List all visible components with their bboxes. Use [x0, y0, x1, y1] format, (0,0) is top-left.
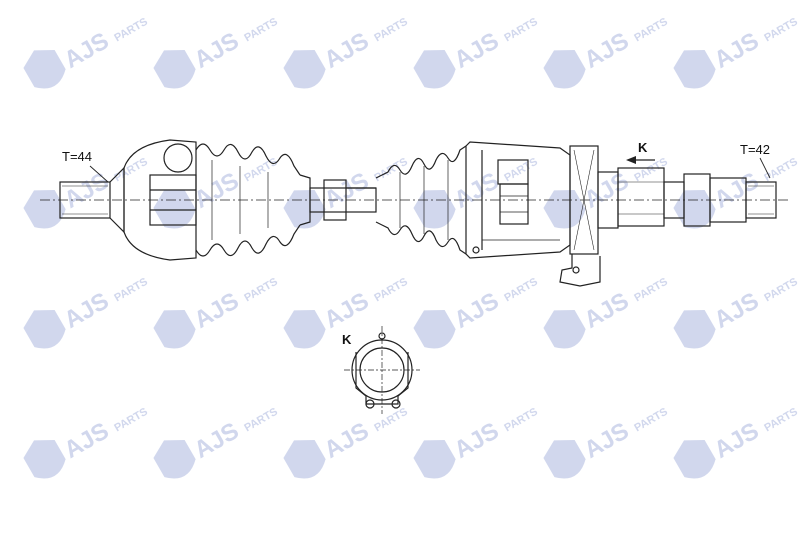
shield-logo-icon: [413, 50, 456, 89]
outer-boot: [195, 143, 311, 257]
view-marker-label: K: [638, 140, 648, 155]
flange-bracket: [559, 145, 601, 287]
intermediate-shaft: [309, 179, 377, 221]
shield-logo-icon: [673, 50, 716, 89]
watermark-subtext: PARTS: [242, 16, 280, 45]
watermark-subtext: PARTS: [762, 16, 800, 45]
watermark-subtext: PARTS: [502, 406, 540, 435]
shield-logo-icon: [283, 310, 326, 349]
watermark-subtext: PARTS: [112, 156, 150, 185]
watermark-text: AJS: [190, 287, 244, 334]
watermark-subtext: PARTS: [112, 16, 150, 45]
watermark-subtext: PARTS: [242, 156, 280, 185]
detail-marker-label: K: [342, 332, 352, 347]
watermark-text: AJS: [190, 167, 244, 214]
shield-logo-icon: [543, 50, 586, 89]
watermark-subtext: PARTS: [632, 276, 670, 305]
shield-logo-icon: [153, 440, 196, 479]
watermark-text: AJS: [60, 167, 114, 214]
watermark-text: AJS: [710, 27, 764, 74]
shield-logo-icon: [23, 190, 66, 229]
watermark-text: AJS: [580, 167, 634, 214]
watermark-text: AJS: [320, 27, 374, 74]
watermark-text: AJS: [710, 287, 764, 334]
shield-logo-icon: [23, 310, 66, 349]
shield-logo-icon: [543, 440, 586, 479]
watermark-text: AJS: [450, 417, 504, 464]
watermark-subtext: PARTS: [112, 406, 150, 435]
shaft-drawing: [40, 139, 790, 414]
watermark-text: AJS: [450, 287, 504, 334]
watermark-text: AJS: [60, 287, 114, 334]
inner-boot: [375, 145, 467, 255]
watermark-text: AJS: [580, 287, 634, 334]
watermark-subtext: PARTS: [372, 16, 410, 45]
watermark-subtext: PARTS: [632, 16, 670, 45]
right-spline-label: T=42: [740, 142, 770, 157]
watermark-text: AJS: [450, 27, 504, 74]
shield-logo-icon: [413, 310, 456, 349]
watermark-text: AJS: [710, 417, 764, 464]
shield-logo-icon: [543, 310, 586, 349]
watermark-subtext: PARTS: [242, 276, 280, 305]
right-output-shaft: [597, 167, 777, 229]
watermark-text: AJS: [580, 417, 634, 464]
watermark-text: AJS: [710, 167, 764, 214]
watermark-text: AJS: [60, 417, 114, 464]
watermark-subtext: PARTS: [112, 276, 150, 305]
watermark-text: AJS: [320, 417, 374, 464]
detail-view-k: [344, 326, 420, 414]
watermark-subtext: PARTS: [242, 406, 280, 435]
watermark-text: AJS: [450, 167, 504, 214]
left-spline-label: T=44: [62, 149, 92, 164]
view-arrow: [626, 156, 655, 164]
shield-logo-icon: [283, 50, 326, 89]
watermark-text: AJS: [580, 27, 634, 74]
watermark-text: AJS: [190, 27, 244, 74]
watermark-text: AJS: [60, 27, 114, 74]
shield-logo-icon: [23, 440, 66, 479]
shield-logo-icon: [673, 440, 716, 479]
watermark-text: AJS: [190, 417, 244, 464]
watermark-text: AJS: [320, 287, 374, 334]
shield-logo-icon: [673, 310, 716, 349]
watermark-subtext: PARTS: [372, 276, 410, 305]
watermark-subtext: PARTS: [632, 406, 670, 435]
watermark-subtext: PARTS: [372, 156, 410, 185]
shield-logo-icon: [283, 440, 326, 479]
watermark-subtext: PARTS: [502, 276, 540, 305]
shield-logo-icon: [153, 50, 196, 89]
watermark-subtext: PARTS: [762, 156, 800, 185]
shield-logo-icon: [153, 310, 196, 349]
shield-logo-icon: [23, 50, 66, 89]
watermark-subtext: PARTS: [502, 16, 540, 45]
watermark-subtext: PARTS: [372, 406, 410, 435]
shield-logo-icon: [413, 440, 456, 479]
watermark-subtext: PARTS: [762, 406, 800, 435]
watermark-subtext: PARTS: [762, 276, 800, 305]
outer-cv-joint: [123, 139, 197, 261]
